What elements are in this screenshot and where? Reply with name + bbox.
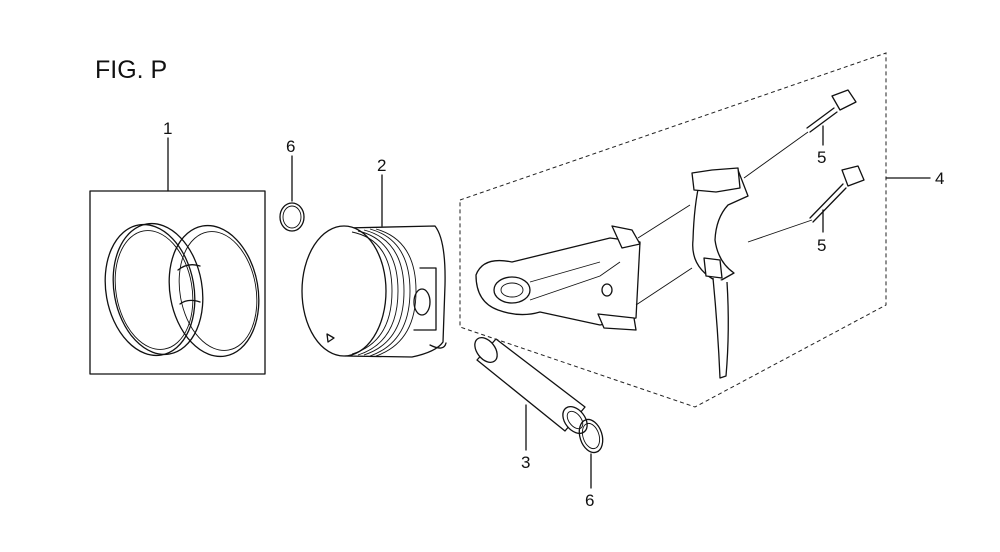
callout-5-upper: 5 bbox=[817, 148, 826, 167]
piston[interactable] bbox=[301, 225, 447, 358]
ring-set-frame bbox=[89, 190, 266, 375]
connecting-rod[interactable] bbox=[475, 225, 641, 331]
callout-6-lower: 6 bbox=[585, 491, 594, 510]
rod-axis-upper bbox=[637, 204, 691, 239]
piston-pin-clip-lower[interactable] bbox=[575, 416, 606, 455]
figure-title: FIG. P bbox=[95, 56, 167, 84]
bolt-axis-upper bbox=[743, 131, 809, 179]
callout-4: 4 bbox=[935, 169, 944, 188]
bolt-axis-lower bbox=[747, 219, 813, 243]
callout-2: 2 bbox=[377, 156, 386, 175]
connecting-rod-bolts[interactable] bbox=[806, 89, 865, 223]
callout-6-upper: 6 bbox=[286, 137, 295, 156]
piston-ring-set[interactable] bbox=[89, 190, 269, 375]
callout-3: 3 bbox=[521, 453, 530, 472]
rod-axis-lower bbox=[635, 267, 693, 306]
connecting-rod-cap[interactable] bbox=[691, 167, 749, 379]
piston-pin[interactable] bbox=[470, 333, 592, 438]
piston-pin-clip-upper[interactable] bbox=[279, 202, 305, 232]
callout-1: 1 bbox=[163, 119, 172, 138]
callout-5-lower: 5 bbox=[817, 236, 826, 255]
connecting-rod-assembly-frame bbox=[459, 52, 887, 408]
